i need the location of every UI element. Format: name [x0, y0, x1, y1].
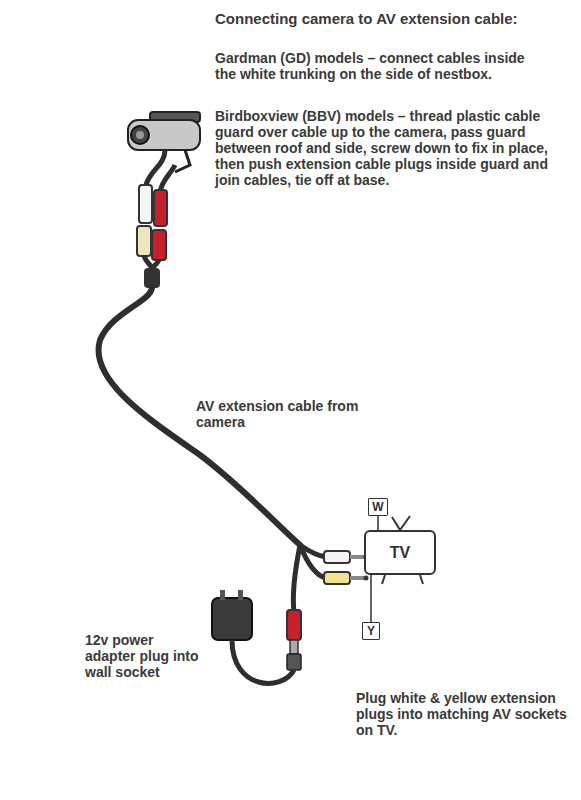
ferrite — [144, 268, 160, 288]
note-label: Birdboxview (BBV) models – thread plasti… — [215, 108, 560, 188]
tv-box: TV — [364, 530, 436, 575]
node-text: TV — [390, 544, 410, 562]
red-plug — [154, 190, 167, 226]
note-label: Gardman (GD) models – connect cables ins… — [215, 50, 545, 82]
title: Connecting camera to AV extension cable: — [215, 10, 577, 27]
white-plug — [139, 185, 152, 223]
socket-tag: W — [368, 498, 388, 516]
red-plug — [287, 610, 301, 640]
camera — [128, 112, 200, 172]
red-plug — [152, 230, 166, 260]
node-text: Y — [367, 624, 375, 638]
leader-line — [371, 575, 372, 622]
tv-stand — [382, 575, 423, 584]
tv-antenna — [392, 516, 410, 530]
socket-tag: Y — [362, 622, 380, 640]
white-plug — [324, 551, 350, 563]
leader-line — [378, 516, 379, 530]
note-label: Plug white & yellow extension plugs into… — [356, 690, 571, 738]
node-text: W — [372, 500, 383, 514]
power-adapter — [212, 590, 294, 683]
note-label: 12v power adapter plug into wall socket — [85, 632, 207, 680]
yellow-plug — [324, 572, 350, 584]
note-label: AV extension cable from camera — [196, 398, 371, 430]
cream-plug — [137, 226, 151, 256]
